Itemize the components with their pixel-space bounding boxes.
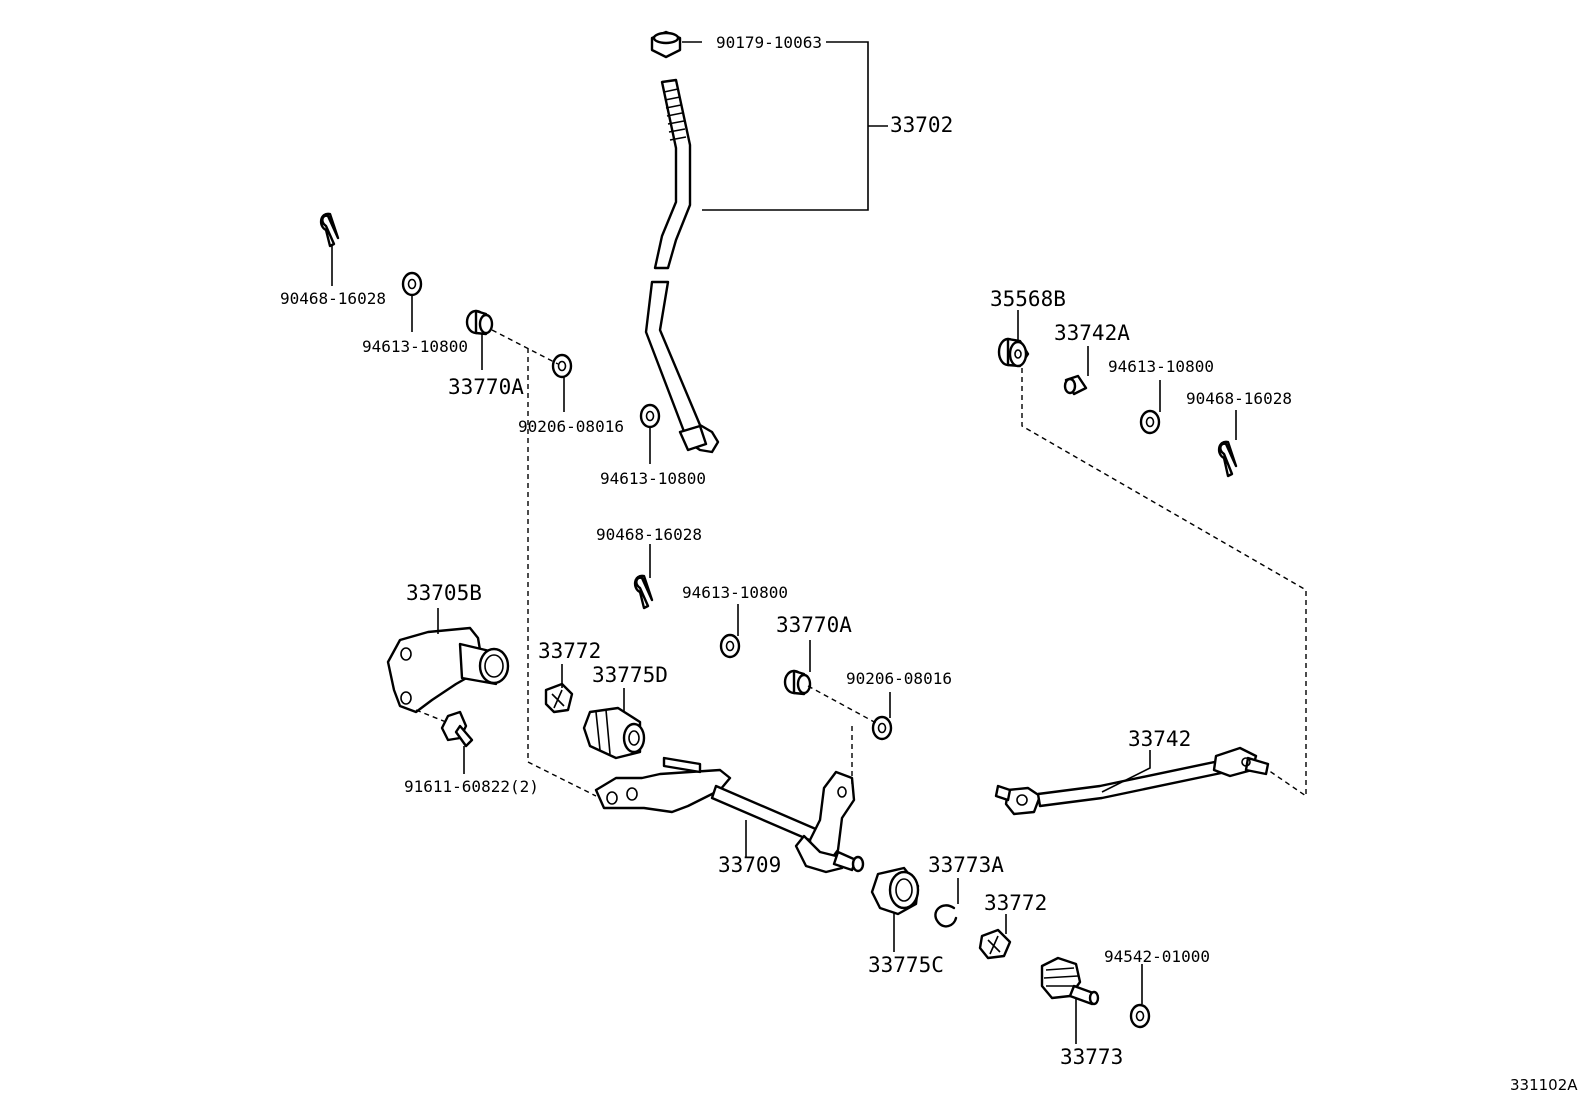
callout-33772-right[interactable]: 33772 (984, 891, 1047, 915)
callout-94613-10800-lower[interactable]: 94613-10800 (682, 583, 788, 602)
diagram-reference-id: 331102A (1510, 1076, 1578, 1094)
wave-washer-left[interactable] (551, 353, 573, 379)
bushing-upper-left[interactable] (465, 309, 494, 336)
washer-center-lower[interactable] (719, 633, 741, 659)
callout-90179-10063[interactable]: 90179-10063 (716, 33, 822, 52)
bushing-center[interactable] (783, 669, 812, 696)
shift-boot-left[interactable] (582, 706, 646, 760)
callout-90206-08016-lower[interactable]: 90206-08016 (846, 669, 952, 688)
washer-center[interactable] (639, 403, 661, 429)
callout-35568B[interactable]: 35568B (990, 287, 1066, 311)
callout-91611-60822-2[interactable]: 91611-60822(2) (404, 777, 539, 796)
callout-33775C[interactable]: 33775C (868, 953, 944, 977)
leader-lines (331, 41, 1237, 1044)
shift-lever-nut[interactable] (650, 30, 682, 59)
shift-lever-ball[interactable] (1040, 956, 1100, 1006)
shift-bracket[interactable] (386, 626, 510, 714)
bracket-bolt[interactable] (440, 710, 474, 748)
collar-right[interactable] (1063, 374, 1088, 396)
callout-33770A-upper[interactable]: 33770A (448, 375, 524, 399)
shift-lever-rod[interactable] (644, 78, 720, 454)
callout-33773A[interactable]: 33773A (928, 853, 1004, 877)
bushing-right[interactable] (997, 337, 1030, 368)
callout-labels: 90179-10063 33702 90468-16028 94613-1080… (280, 33, 1578, 1094)
callout-33775D[interactable]: 33775D (592, 663, 668, 687)
callout-94613-10800-right[interactable]: 94613-10800 (1108, 357, 1214, 376)
assembly-dashed-lines (415, 329, 1307, 798)
callout-90468-16028-center[interactable]: 90468-16028 (596, 525, 702, 544)
callout-90206-08016-upper[interactable]: 90206-08016 (518, 417, 624, 436)
callout-94613-10800-center[interactable]: 94613-10800 (600, 469, 706, 488)
callout-94613-10800-upper-left[interactable]: 94613-10800 (362, 337, 468, 356)
shift-lever-seat-right[interactable] (978, 928, 1012, 960)
callout-33705B[interactable]: 33705B (406, 581, 482, 605)
washer-right[interactable] (1139, 409, 1161, 435)
wave-washer-center[interactable] (871, 715, 893, 741)
callout-90468-16028-right[interactable]: 90468-16028 (1186, 389, 1292, 408)
cotter-pin-upper-left[interactable] (319, 212, 340, 248)
shift-boot-right[interactable] (870, 866, 920, 916)
shift-shaft[interactable] (594, 756, 865, 874)
callout-33742A[interactable]: 33742A (1054, 321, 1130, 345)
cotter-pin-center[interactable] (633, 574, 654, 610)
callout-94542-01000[interactable]: 94542-01000 (1104, 947, 1210, 966)
callout-33773[interactable]: 33773 (1060, 1045, 1123, 1069)
shift-link-rod[interactable] (994, 746, 1270, 816)
callout-33709[interactable]: 33709 (718, 853, 781, 877)
ring-washer-lower[interactable] (1129, 1003, 1151, 1029)
callout-33772-left[interactable]: 33772 (538, 639, 601, 663)
callout-33770A-lower[interactable]: 33770A (776, 613, 852, 637)
callout-90468-16028-upper-left[interactable]: 90468-16028 (280, 289, 386, 308)
shift-lever-seat-left[interactable] (544, 682, 574, 714)
snap-ring[interactable] (934, 904, 958, 928)
callout-33702[interactable]: 33702 (890, 113, 953, 137)
washer-upper-left[interactable] (401, 271, 423, 297)
callout-33742[interactable]: 33742 (1128, 727, 1191, 751)
cotter-pin-right[interactable] (1217, 440, 1238, 478)
